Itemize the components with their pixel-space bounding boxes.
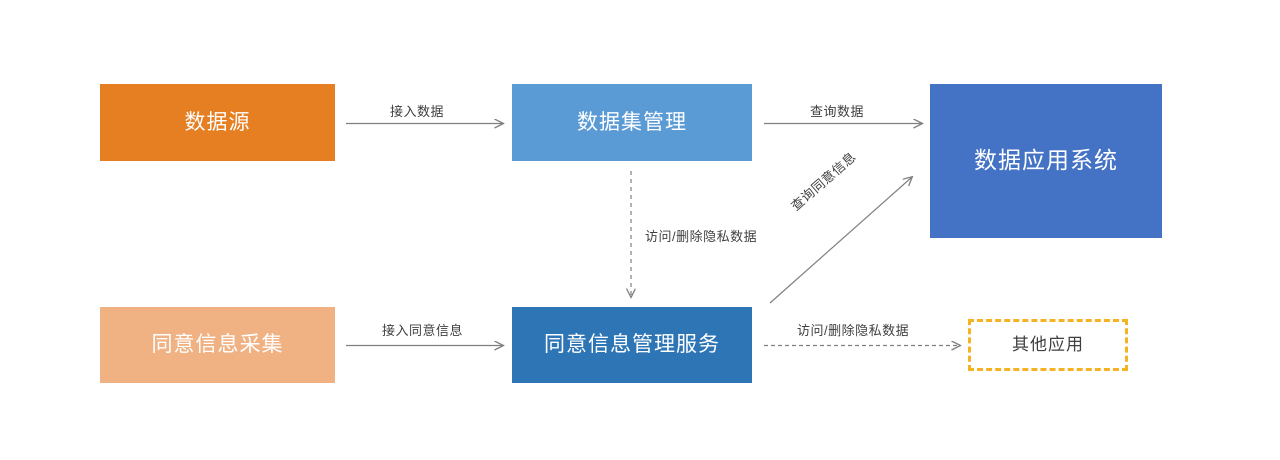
node-consent-management-service-label: 同意信息管理服务 <box>544 333 720 357</box>
edge-label-ingest-data: 接入数据 <box>390 104 445 119</box>
edge-label-access-delete-privacy-data-bottom: 访问/删除隐私数据 <box>797 323 910 338</box>
node-data-source[interactable]: 数据源 <box>100 84 335 161</box>
node-dataset-management[interactable]: 数据集管理 <box>512 84 752 161</box>
edge-label-access-delete-privacy-data-vertical: 访问/删除隐私数据 <box>645 229 758 244</box>
node-data-source-label: 数据源 <box>184 110 251 134</box>
node-consent-collection-label: 同意信息采集 <box>151 333 284 357</box>
node-data-application-system[interactable]: 数据应用系统 <box>930 84 1162 238</box>
edge-label-query-data: 查询数据 <box>810 104 865 119</box>
node-data-application-system-label: 数据应用系统 <box>974 147 1118 174</box>
node-consent-management-service[interactable]: 同意信息管理服务 <box>512 307 752 383</box>
edge-query-consent <box>769 177 912 304</box>
edge-label-ingest-consent: 接入同意信息 <box>382 323 464 338</box>
node-dataset-management-label: 数据集管理 <box>577 110 687 134</box>
node-other-application[interactable]: 其他应用 <box>968 319 1128 371</box>
node-consent-collection[interactable]: 同意信息采集 <box>100 307 335 383</box>
node-other-application-label: 其他应用 <box>1012 334 1084 354</box>
